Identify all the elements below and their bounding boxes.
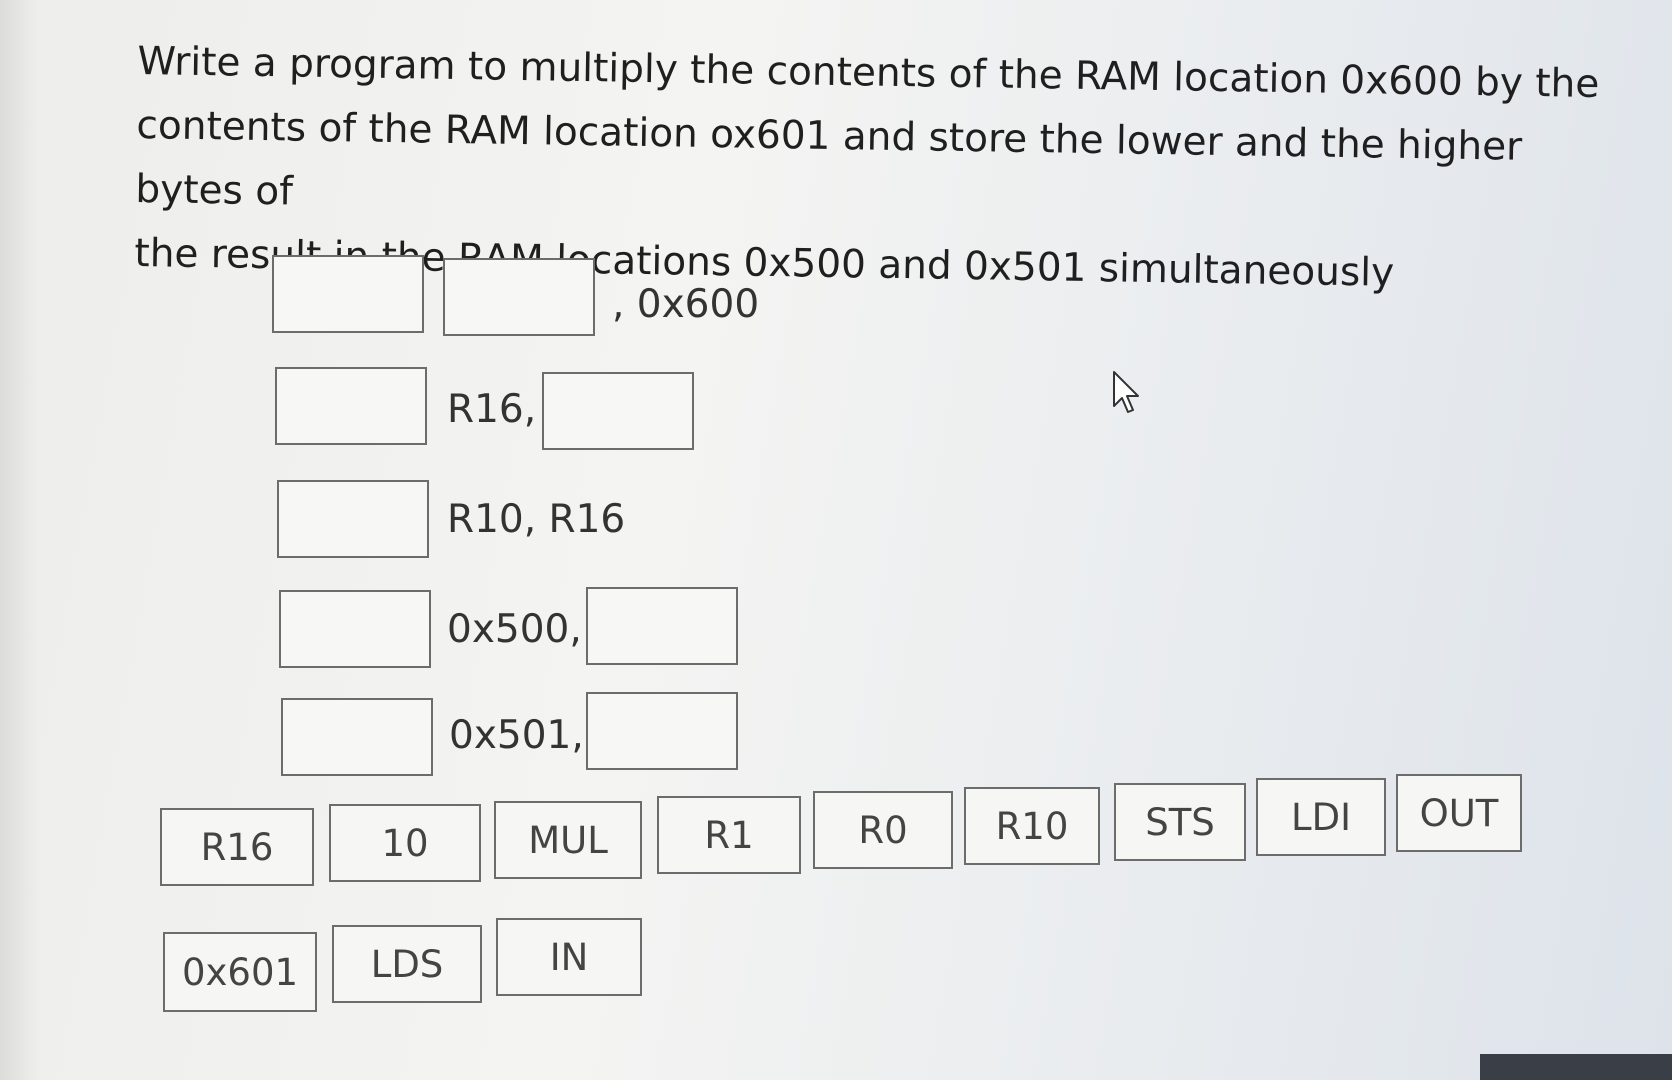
token-0x601[interactable]: 0x601 xyxy=(163,932,317,1012)
taskbar-corner xyxy=(1480,1054,1672,1080)
token-10[interactable]: 10 xyxy=(329,804,481,882)
drop-box-line2-opcode[interactable] xyxy=(275,367,427,445)
drop-box-line1-operand[interactable] xyxy=(443,258,595,336)
token-lds[interactable]: LDS xyxy=(332,925,482,1003)
token-r16[interactable]: R16 xyxy=(160,808,314,886)
token-r10[interactable]: R10 xyxy=(964,787,1100,865)
token-mul[interactable]: MUL xyxy=(494,801,642,879)
token-sts[interactable]: STS xyxy=(1114,783,1246,861)
monitor-bezel xyxy=(0,0,40,1080)
token-in[interactable]: IN xyxy=(496,918,642,996)
token-ldi[interactable]: LDI xyxy=(1256,778,1386,856)
line3-middle-text: R10, R16 xyxy=(447,497,626,542)
line4-middle-text: 0x500, xyxy=(447,607,582,652)
drop-box-line4-operand[interactable] xyxy=(586,587,738,665)
token-r0[interactable]: R0 xyxy=(813,791,953,869)
arrow-cursor-icon xyxy=(1113,371,1139,413)
drop-box-line4-opcode[interactable] xyxy=(279,590,431,668)
drop-box-line2-operand[interactable] xyxy=(542,372,694,450)
drop-box-line5-operand[interactable] xyxy=(586,692,738,770)
token-r1[interactable]: R1 xyxy=(657,796,801,874)
line2-middle-text: R16, xyxy=(447,387,537,432)
drop-box-line1-opcode[interactable] xyxy=(272,255,424,333)
line5-middle-text: 0x501, xyxy=(449,713,584,758)
line1-suffix-text: , 0x600 xyxy=(612,282,760,327)
token-out[interactable]: OUT xyxy=(1396,774,1522,852)
question-line-2: contents of the RAM location ox601 and s… xyxy=(135,102,1523,215)
drop-box-line3-opcode[interactable] xyxy=(277,480,429,558)
drop-box-line5-opcode[interactable] xyxy=(281,698,433,776)
